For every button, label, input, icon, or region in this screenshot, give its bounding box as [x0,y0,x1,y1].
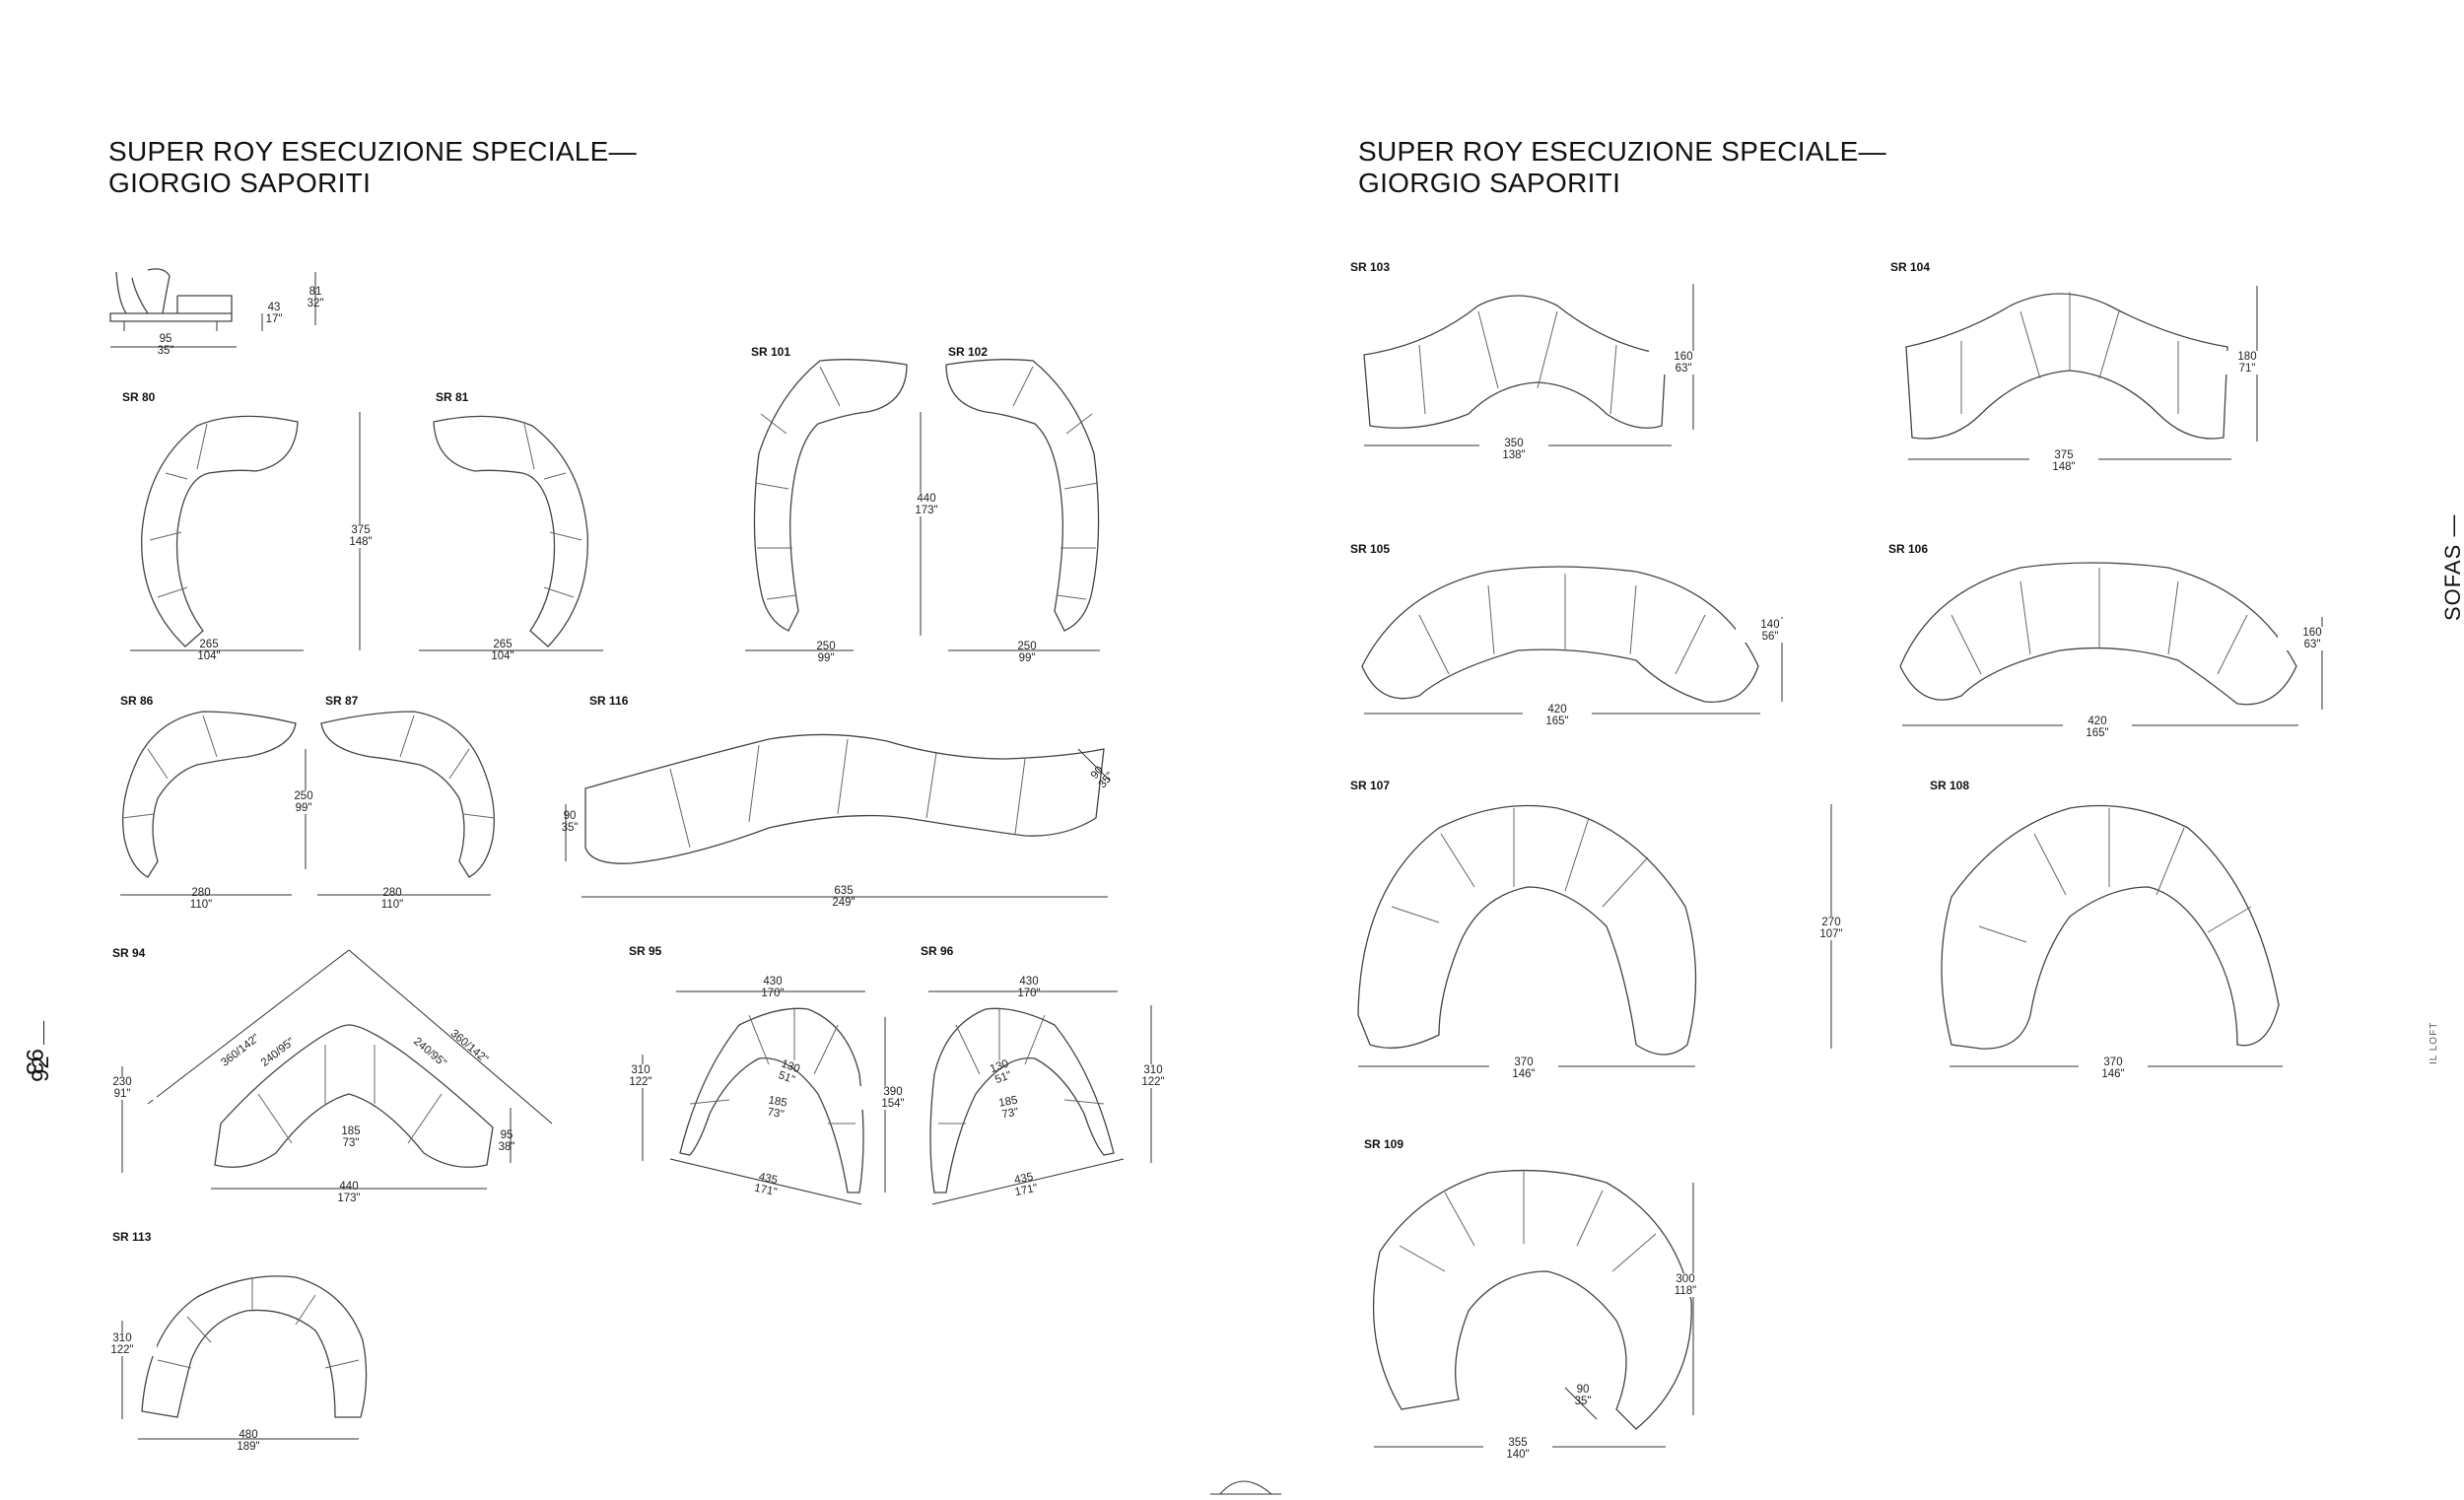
sr104-drawing [1905,286,2258,460]
sr86-code: SR 86 [120,694,154,708]
sr103-code: SR 103 [1350,260,1391,274]
sr107-code: SR 107 [1350,779,1391,792]
sr81-drawing [419,415,603,651]
sr109-code: SR 109 [1364,1137,1404,1151]
sr94-drawing [121,949,553,1190]
right-page-title: SUPER ROY ESECUZIONE SPECIALE— GIORGIO S… [1358,136,1886,199]
sr96-drawing [928,990,1152,1205]
sr113-drawing [121,1275,368,1440]
sr87-drawing [317,711,496,896]
sr113-code: SR 113 [112,1230,152,1244]
sr102-drawing [945,359,1100,651]
side-view-drawing [109,268,316,348]
sr96-code: SR 96 [921,944,954,958]
sr94-code: SR 94 [112,946,146,960]
right-title-line1: SUPER ROY ESECUZIONE SPECIALE— [1358,136,1886,167]
sr107-drawing [1357,804,1832,1067]
sr87-code: SR 87 [325,694,359,708]
sr105-drawing [1361,566,1783,715]
sr95-drawing [642,990,886,1205]
sr106-code: SR 106 [1888,542,1929,556]
sr104-code: SR 104 [1890,260,1931,274]
sr108-code: SR 108 [1930,779,1970,792]
page-number-divider [43,1021,44,1045]
sr101-drawing [745,359,922,651]
sr81-code: SR 81 [436,390,469,404]
sr108-drawing [1941,804,2283,1067]
sr105-code: SR 105 [1350,542,1391,556]
sr102-code: SR 102 [948,345,989,359]
sr109-drawing [1372,1169,1694,1448]
sr106-drawing [1899,562,2323,726]
left-title-line1: SUPER ROY ESECUZIONE SPECIALE— [108,136,637,167]
sr95-code: SR 95 [629,944,662,958]
right-title-line2: GIORGIO SAPORITI [1358,168,1621,198]
sr116-code: SR 116 [589,694,629,708]
sr103-drawing [1363,284,1694,446]
sr80-code: SR 80 [122,390,156,404]
left-title-line2: GIORGIO SAPORITI [108,168,372,198]
sr116-drawing [565,733,1111,898]
sr101-code: SR 101 [751,345,791,359]
left-page-title: SUPER ROY ESECUZIONE SPECIALE— GIORGIO S… [108,136,637,199]
bottom-ornament [1210,1480,1281,1495]
